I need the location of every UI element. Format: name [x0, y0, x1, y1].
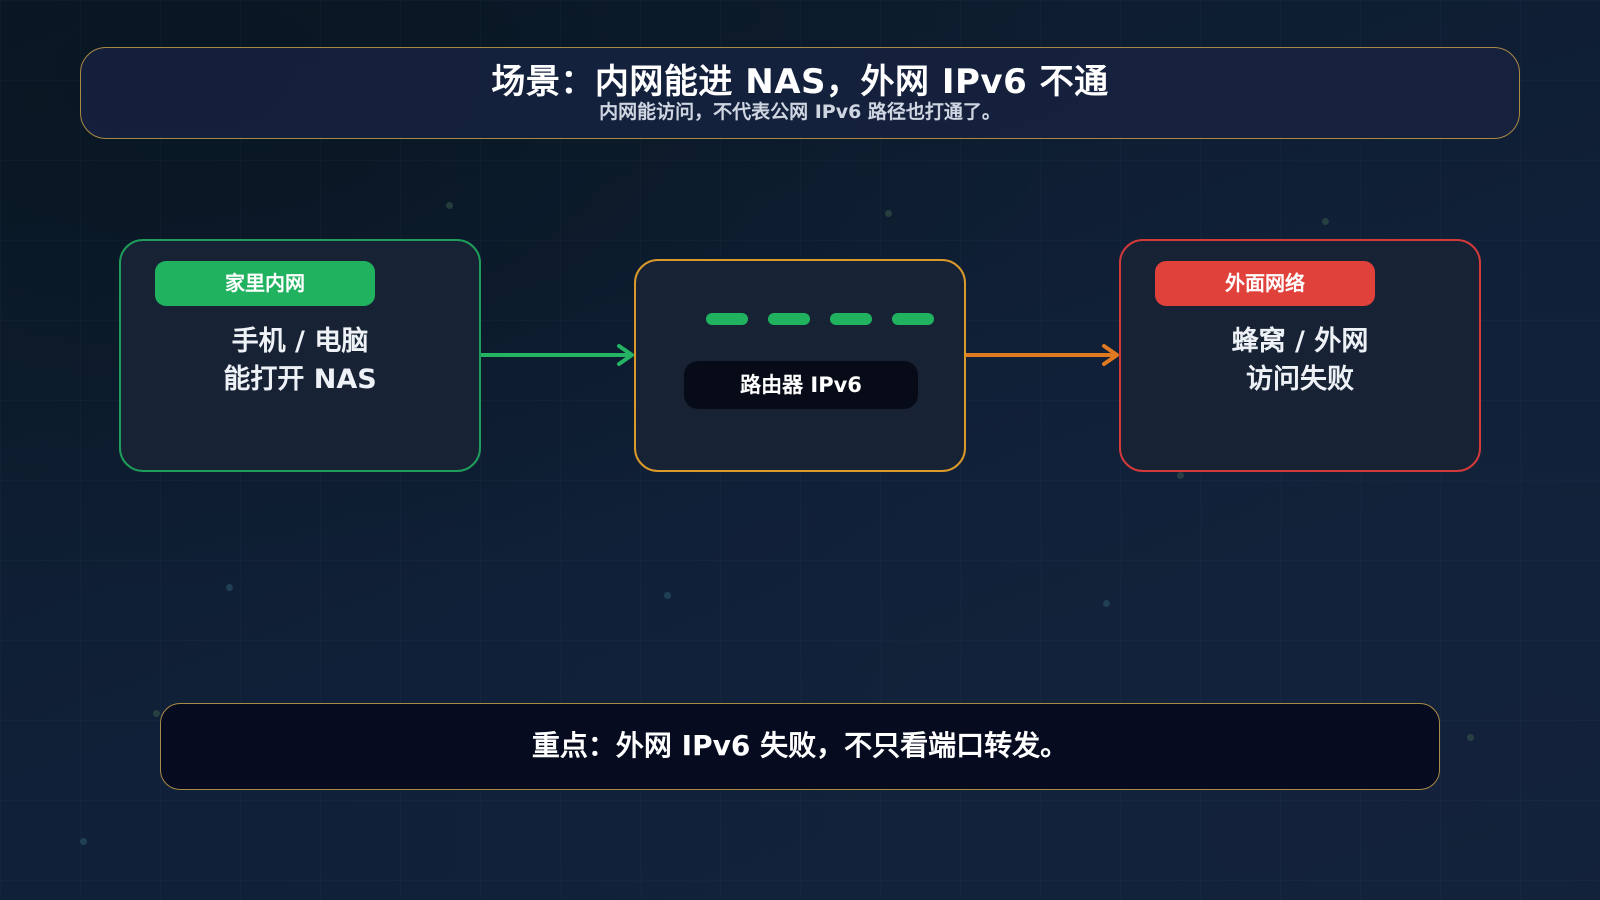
router-indicator-light — [830, 313, 872, 325]
node-outside-line2: 访问失败 — [1246, 364, 1354, 395]
node-router: 路由器 IPv6 — [634, 259, 966, 472]
decor-dot — [153, 710, 160, 717]
node-outside-text: 蜂窝 / 外网 访问失败 — [1121, 323, 1479, 399]
decor-dot — [664, 592, 671, 599]
decor-dot — [1177, 472, 1184, 479]
node-outside-line1: 蜂窝 / 外网 — [1231, 326, 1369, 357]
decor-dot — [1467, 734, 1474, 741]
page-title: 场景：内网能进 NAS，外网 IPv6 不通 — [491, 62, 1109, 102]
decor-dot — [446, 202, 453, 209]
router-label: 路由器 IPv6 — [684, 361, 918, 409]
decor-dot — [1103, 600, 1110, 607]
page-subtitle: 内网能访问，不代表公网 IPv6 路径也打通了。 — [599, 101, 1001, 123]
node-home-line1: 手机 / 电脑 — [231, 326, 369, 357]
router-indicator-light — [706, 313, 748, 325]
node-home-line2: 能打开 NAS — [223, 364, 377, 395]
badge-outside-network: 外面网络 — [1155, 261, 1375, 306]
key-point-note: 重点：外网 IPv6 失败，不只看端口转发。 — [160, 703, 1440, 790]
arrowhead-home-router — [617, 344, 634, 366]
decor-dot — [80, 838, 87, 845]
node-home-lan: 家里内网 手机 / 电脑 能打开 NAS — [119, 239, 481, 472]
decor-dot — [226, 584, 233, 591]
node-home-text: 手机 / 电脑 能打开 NAS — [121, 323, 479, 399]
decor-dot — [885, 210, 892, 217]
decor-dot — [1322, 218, 1329, 225]
scenario-header: 场景：内网能进 NAS，外网 IPv6 不通 内网能访问，不代表公网 IPv6 … — [80, 47, 1520, 139]
router-indicator-light — [768, 313, 810, 325]
router-indicator-light — [892, 313, 934, 325]
badge-home-lan: 家里内网 — [155, 261, 375, 306]
arrowhead-router-outside — [1102, 344, 1119, 366]
node-outside-network: 外面网络 蜂窝 / 外网 访问失败 — [1119, 239, 1481, 472]
